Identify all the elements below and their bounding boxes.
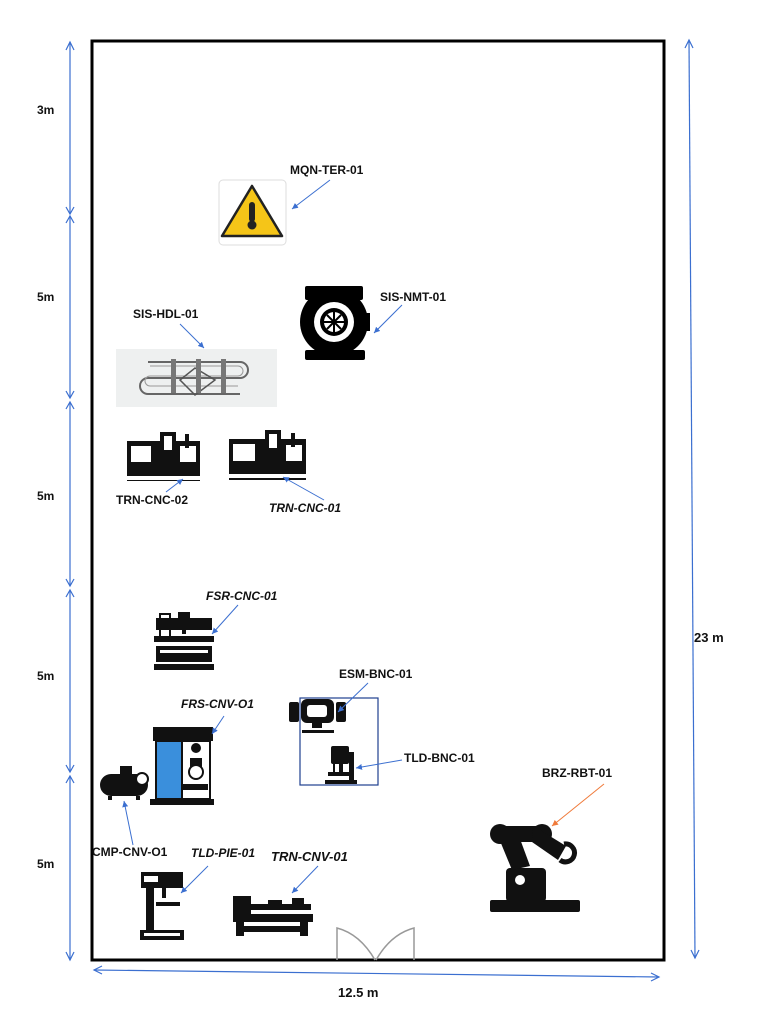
bench-area [299, 697, 379, 786]
milling-machine-icon [150, 727, 214, 805]
label-tld-bnc: TLD-BNC-01 [404, 751, 475, 765]
width-dimension-label: 12.5 m [338, 985, 379, 1000]
label-trn-cnv: TRN-CNV-01 [271, 849, 348, 864]
cnc-machine-icon [125, 432, 202, 481]
label-brz-rbt: BRZ-RBT-01 [542, 766, 613, 780]
label-tld-pie: TLD-PIE-01 [191, 846, 256, 860]
label-sis-nmt: SIS-NMT-01 [380, 290, 447, 304]
heat-exchanger-icon [116, 349, 277, 407]
label-frs-cnv: FRS-CNV-O1 [181, 697, 254, 711]
dimension-label-5m: 5m [37, 857, 55, 871]
lathe-icon [233, 896, 313, 936]
width-dimension-line [92, 965, 661, 982]
door-icon [336, 927, 415, 961]
dimension-label-3m: 3m [37, 103, 55, 117]
bench-drill-icon [325, 746, 357, 784]
robot-arm-icon [490, 824, 580, 912]
label-esm-bnc: ESM-BNC-01 [339, 667, 413, 681]
label-cmp-cnv: CMP-CNV-O1 [92, 845, 168, 859]
label-fsr-cnc: FSR-CNC-01 [206, 589, 278, 603]
label-trn-cnc-02: TRN-CNC-02 [116, 493, 188, 507]
label-sis-hdl: SIS-HDL-01 [133, 307, 199, 321]
temperature-warning-icon [218, 179, 287, 246]
label-mqn-ter: MQN-TER-01 [290, 163, 364, 177]
dimension-label-5m: 5m [37, 669, 55, 683]
cnc-machine-icon [227, 430, 308, 480]
bench-grinder-icon [289, 699, 346, 733]
air-compressor-icon [100, 766, 149, 800]
robot-label-arrow [551, 783, 605, 827]
label-arrows [122, 179, 403, 894]
height-dimension-line [684, 38, 700, 960]
room-wall [90, 39, 666, 962]
pillar-drill-icon [140, 872, 184, 940]
dimension-label-5m: 5m [37, 290, 55, 304]
pump-icon [300, 286, 370, 360]
left-dimension-lines [65, 40, 75, 962]
dimension-label-5m: 5m [37, 489, 55, 503]
height-dimension-label: 23 m [694, 630, 724, 645]
label-trn-cnc-01: TRN-CNC-01 [269, 501, 341, 515]
cnc-milling-icon [154, 612, 214, 670]
